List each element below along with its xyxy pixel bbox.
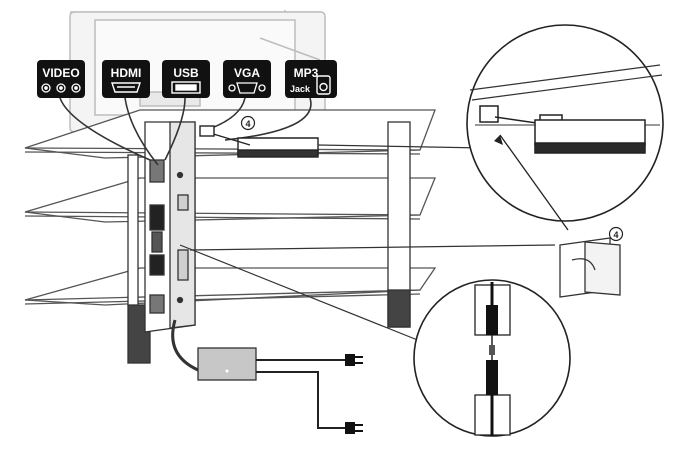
power-strip-under-shelf: [199, 125, 319, 158]
back-left-leg: [127, 154, 139, 306]
hdmi-port-icon: [111, 82, 141, 93]
badge-vga: VGA: [223, 60, 271, 98]
step-4-marker-clip: 4: [608, 226, 624, 242]
badge-video: VIDEO: [37, 60, 85, 98]
cable-management-column: [144, 121, 196, 333]
top-shelf: [24, 109, 436, 159]
detail-circle-cable-routing: [413, 279, 571, 437]
power-cords: [171, 319, 345, 429]
middle-shelf: [24, 177, 436, 223]
power-plug-2: [345, 422, 363, 434]
usb-port-icon: [171, 81, 201, 94]
badge-hdmi: HDMI: [102, 60, 150, 98]
cable-clip-detail: [559, 237, 621, 298]
detail-leaders: [179, 144, 556, 346]
badge-mp3: MP3 Jack: [285, 60, 337, 98]
step-4-marker-top: 4: [240, 115, 256, 131]
step-4-marker-top-label: 4: [245, 119, 250, 129]
badge-mp3-sublabel: Jack: [290, 84, 311, 94]
vga-port-icon: [228, 82, 266, 94]
power-adapter-box: [197, 347, 257, 381]
badge-hdmi-label: HDMI: [111, 66, 142, 80]
mp3-player-icon: [316, 75, 331, 95]
port-badges: VIDEO HDMI USB VGA: [37, 60, 337, 98]
badge-vga-label: VGA: [234, 66, 260, 80]
badge-usb: USB: [162, 60, 210, 98]
rca-jacks-icon: [41, 83, 81, 93]
power-plug-1: [345, 354, 363, 366]
stand-legs: [127, 121, 411, 364]
badge-mp3-label: MP3: [294, 66, 319, 80]
step-4-marker-clip-label: 4: [613, 230, 618, 240]
detail-circle-shelf-mount: [466, 24, 664, 231]
badge-video-label: VIDEO: [42, 66, 79, 80]
badge-usb-label: USB: [173, 66, 199, 80]
power-strip-detail: [534, 119, 646, 154]
